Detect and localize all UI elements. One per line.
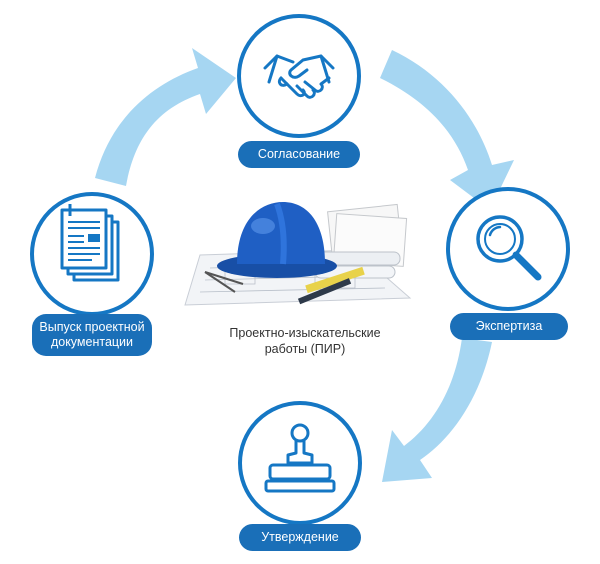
helmet-blueprints-illustration	[184, 202, 412, 306]
issue-label: Выпуск проектной документации	[32, 314, 152, 356]
arrow-agreement-to-expertise	[380, 50, 514, 210]
expertise-label: Экспертиза	[450, 313, 568, 340]
arrow-expertise-to-approval	[382, 338, 492, 482]
expertise-node	[446, 187, 570, 311]
documents-icon	[60, 204, 120, 282]
magnifier-icon	[476, 215, 542, 281]
approval-label: Утверждение	[239, 524, 361, 551]
issue-label-line2: документации	[50, 335, 134, 349]
arrow-issue-to-agreement	[95, 48, 236, 186]
stamp-icon	[264, 423, 336, 493]
folding-ruler	[297, 266, 365, 305]
handshake-icon	[263, 54, 335, 99]
issue-label-line1: Выпуск проектной	[39, 320, 145, 334]
center-caption-line1: Проектно-изыскательские	[229, 326, 381, 340]
center-caption-line2: работы (ПИР)	[264, 342, 346, 356]
drawing-compass	[204, 271, 244, 293]
issue-node	[30, 192, 154, 316]
agreement-node	[237, 14, 361, 138]
center-caption: Проектно-изыскательские работы (ПИР)	[205, 325, 405, 357]
agreement-label: Согласование	[238, 141, 360, 168]
approval-node	[238, 401, 362, 525]
hard-hat	[217, 202, 337, 278]
